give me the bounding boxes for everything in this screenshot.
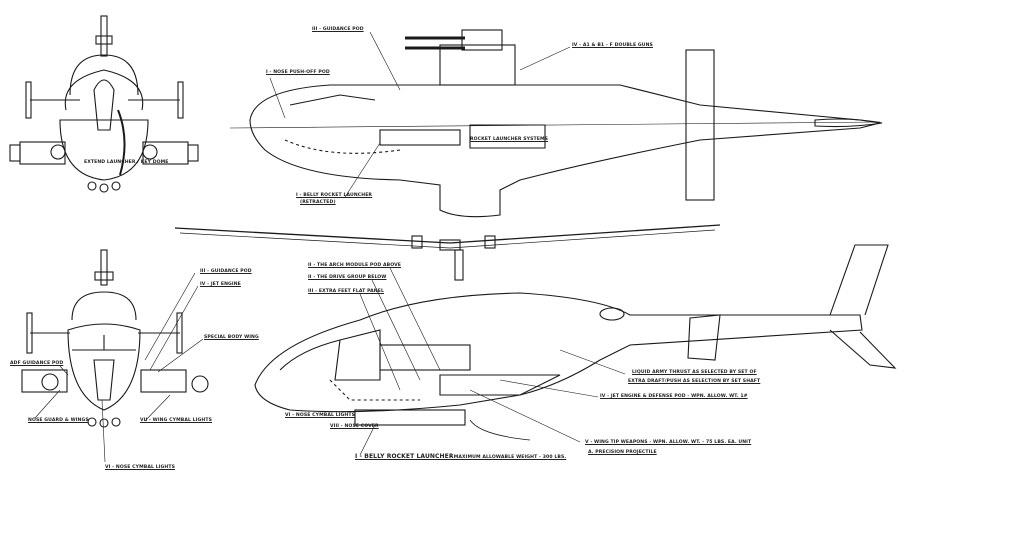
label-drive-group: II - THE DRIVE GROUP BELOW (308, 275, 387, 280)
label-front-nose-guard: NOSE GUARD & WINGS (28, 418, 89, 423)
label-nose-pod: I - NOSE PUSH-OFF POD (266, 70, 330, 75)
label-liquid-thrust: LIQUID ARMY THRUST AS SELECTED BY SET OF (632, 370, 757, 375)
label-belly-weight: - MAXIMUM ALLOWABLE WEIGHT - 300 LBS. (450, 455, 567, 460)
label-guidance-pod-top: III - GUIDANCE POD (312, 27, 364, 32)
label-belly-launcher-side: I - BELLY ROCKET LAUNCHER (355, 453, 454, 460)
label-wing-tip-weapons: V - WING TIP WEAPONS - WPN. ALLOW. WT. -… (585, 440, 752, 445)
label-belly-launcher-retracted: (RETRACTED) (300, 200, 336, 205)
label-extra-draft: EXTRA DRAFT/PUSH AS SELECTION BY SET SHA… (628, 379, 761, 384)
main-rotor (174, 224, 721, 281)
label-precision-projectile: A. PRECISION PROJECTILE (588, 450, 657, 455)
label-belly-launcher-top: I - BELLY ROCKET LAUNCHER (296, 193, 373, 198)
label-jet-engine-defense: IV - JET ENGINE & DEFENSE POD - WPN. ALL… (600, 394, 748, 399)
label-front-guidance-pod: III - GUIDANCE POD (200, 269, 252, 274)
plan-view (229, 29, 883, 218)
label-nose-cover: VIII - NOSE COVER (330, 424, 379, 429)
label-front-note: EXTEND LAUNCHER / KEY DOME (84, 160, 169, 165)
label-rocket-systems: ROCKET LAUNCHER SYSTEMS (470, 137, 549, 142)
front-view-upper (9, 15, 199, 193)
label-front-nose-lights: VI - NOSE CYMBAL LIGHTS (105, 465, 176, 470)
label-front-adf-pod: ADF GUIDANCE POD (10, 361, 64, 366)
leader-lines (34, 31, 626, 463)
label-side-nose-lights: VI - NOSE CYMBAL LIGHTS (285, 413, 356, 418)
label-front-body-wing: SPECIAL BODY WING (204, 335, 259, 340)
side-view (254, 244, 897, 441)
front-view-lower (21, 249, 209, 428)
label-double-guns: IV - A1 & B1 - F DOUBLE GUNS (572, 43, 653, 48)
label-front-wing-lights: VII - WING CYMBAL LIGHTS (140, 418, 213, 423)
label-extra-panel: III - EXTRA FEET FLAT PANEL (308, 289, 384, 294)
label-front-jet-engine: IV - JET ENGINE (200, 282, 241, 287)
label-arch-module: II - THE ARCH MODULE POD ABOVE (308, 263, 402, 268)
